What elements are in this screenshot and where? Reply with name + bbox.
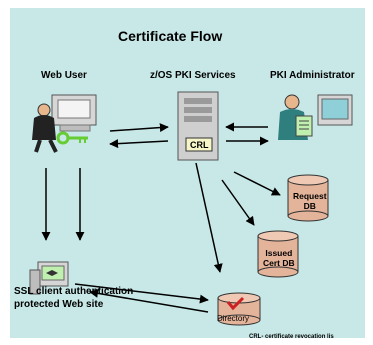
page-title: Certificate Flow [118,28,223,44]
directory-cylinder [217,292,261,326]
background-panel [10,8,365,338]
ssl-site-label-line1: SSL client authentication [14,286,134,297]
ssl-site-label: SSL client authentication protected Web … [14,285,133,311]
footnote: CRL- certificate revocation lis [249,334,334,340]
issued-db-label-line2: Cert DB [263,258,295,268]
issued-db-label-line1: Issued [265,248,293,258]
web-user-label: Web User [41,70,87,81]
pki-services-server-icon [177,91,219,161]
request-db-label-line1: Request [293,191,327,201]
issued-cert-db-cylinder [257,230,299,278]
request-db-label-line2: DB [303,201,316,211]
issued-db-label: Issued Cert DB [263,248,295,268]
directory-label: Directory [217,314,249,323]
crl-label: CRL [190,140,209,150]
arrow-pki-to-directory [195,162,223,273]
request-db-cylinder [287,174,329,222]
arrow-pki-to-issued-db [221,179,255,226]
arrow-pki-to-request-db [233,171,281,196]
ssl-site-label-line2: protected Web site [14,299,104,310]
arrow-directory-to-site [89,288,209,313]
ssl-website-server-icon [29,261,69,295]
request-db-label: Request DB [293,191,327,211]
pki-admin-label: PKI Administrator [270,70,355,81]
web-user-icon [32,94,97,153]
pki-services-label: z/OS PKI Services [150,70,236,81]
arrow-site-to-directory [74,283,209,304]
arrow-user-to-pki [109,123,169,133]
pki-admin-icon [278,94,353,140]
arrow-pki-to-user [109,139,169,149]
